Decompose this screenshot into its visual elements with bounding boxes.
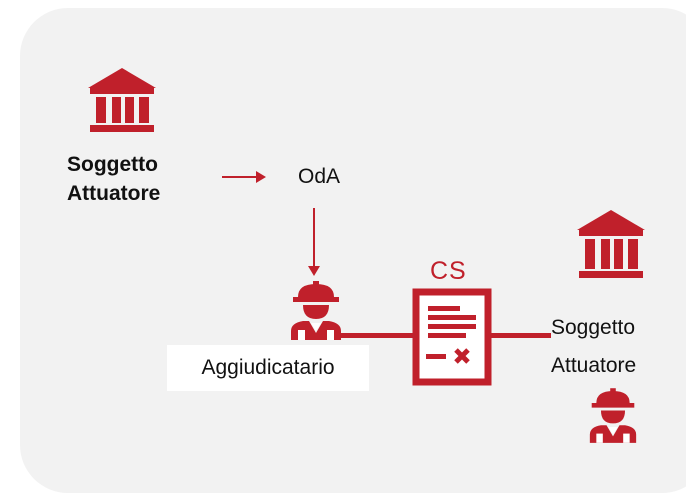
soggetto-attuatore-right-line1: Soggetto bbox=[551, 316, 636, 339]
soggetto-attuatore-top-line2: Attuatore bbox=[67, 182, 161, 205]
worker-icon bbox=[588, 387, 638, 445]
aggiudicatario-box: Aggiudicatario bbox=[167, 345, 369, 391]
connector-right bbox=[489, 333, 551, 338]
cs-label: CS bbox=[430, 257, 467, 285]
oda-label: OdA bbox=[298, 165, 341, 188]
connector-left bbox=[340, 333, 415, 338]
arrow-down-icon bbox=[307, 208, 321, 276]
bank-icon bbox=[86, 66, 158, 134]
arrow-right-icon bbox=[222, 170, 266, 184]
worker-icon bbox=[289, 281, 343, 341]
aggiudicatario-label: Aggiudicatario bbox=[201, 356, 335, 379]
soggetto-attuatore-right-line2: Attuatore bbox=[551, 354, 637, 377]
bank-icon bbox=[575, 208, 647, 280]
soggetto-attuatore-top-line1: Soggetto bbox=[67, 153, 158, 176]
document-icon bbox=[412, 288, 492, 386]
